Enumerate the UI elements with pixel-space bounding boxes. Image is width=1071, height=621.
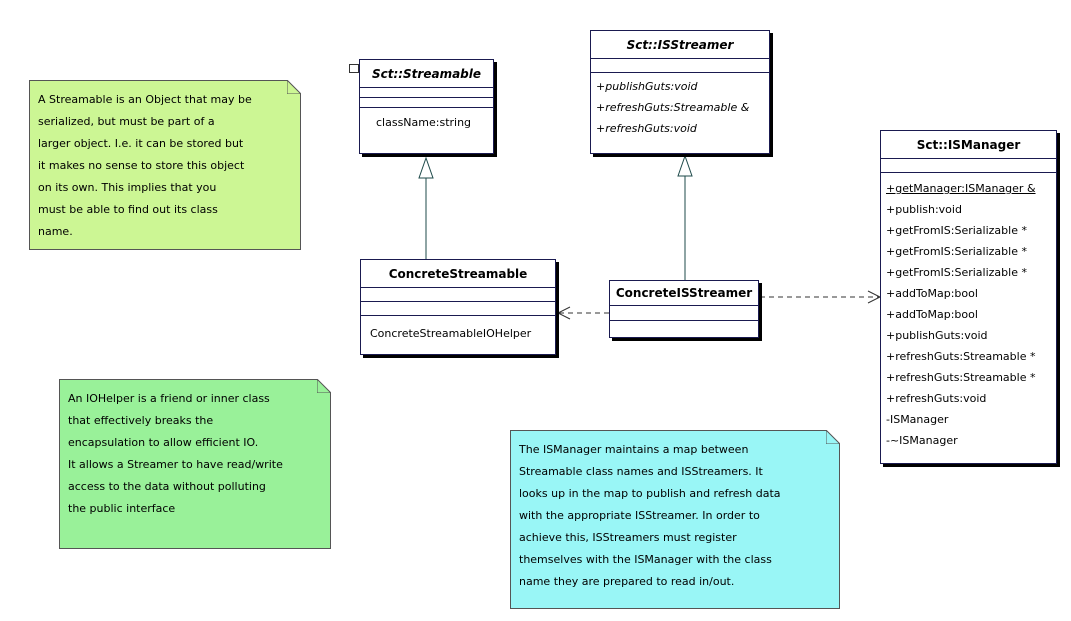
- class-member: +publish:void: [886, 203, 962, 216]
- class-member: ConcreteStreamableIOHelper: [370, 327, 532, 340]
- streamable-note: A Streamable is an Object that may be se…: [29, 80, 301, 250]
- class-streamable-name: Sct::Streamable: [360, 60, 493, 88]
- class-member: -~ISManager: [886, 434, 958, 447]
- generalization-arrow-streamable: [418, 156, 434, 179]
- class-concrete-streamable[interactable]: ConcreteStreamable ConcreteStreamableIOH…: [360, 259, 556, 355]
- class-concrete-isstreamer[interactable]: ConcreteISStreamer: [609, 280, 759, 338]
- generalization-arrow-isstreamer: [677, 154, 693, 177]
- note-fold-icon: [287, 80, 301, 94]
- class-streamable-section: [360, 88, 493, 98]
- class-member: +publishGuts:void: [886, 329, 988, 342]
- class-member: +refreshGuts:void: [596, 122, 697, 135]
- dependency-arrow-streamable: [556, 306, 571, 320]
- ismanager-note-text: The ISManager maintains a map between St…: [519, 443, 781, 588]
- class-member: +refreshGuts:Streamable *: [886, 371, 1036, 384]
- class-streamable[interactable]: Sct::Streamable className:string: [359, 59, 494, 154]
- class-member: +publishGuts:void: [596, 80, 698, 93]
- class-member: +refreshGuts:void: [886, 392, 987, 405]
- class-concrete-streamable-name: ConcreteStreamable: [361, 260, 555, 288]
- class-isstreamer-attributes: [591, 59, 769, 73]
- class-concrete-isstreamer-name: ConcreteISStreamer: [610, 281, 758, 306]
- class-member: +refreshGuts:Streamable &: [596, 101, 750, 114]
- class-concrete-isstreamer-operations: [610, 321, 758, 337]
- class-isstreamer-operations: +publishGuts:void +refreshGuts:Streamabl…: [591, 73, 769, 139]
- class-streamable-attributes: className:string: [360, 108, 493, 133]
- class-concrete-streamable-section: [361, 302, 555, 316]
- class-member: -ISManager: [886, 413, 949, 426]
- class-member: +getManager:ISManager &: [886, 182, 1036, 195]
- class-member: +getFromIS:Serializable *: [886, 224, 1027, 237]
- iohelper-note-text: An IOHelper is a friend or inner class t…: [68, 392, 283, 515]
- class-member: +getFromIS:Serializable *: [886, 266, 1027, 279]
- class-concrete-isstreamer-attributes: [610, 306, 758, 321]
- class-ismanager-name: Sct::ISManager: [881, 131, 1056, 159]
- class-concrete-streamable-section: [361, 288, 555, 302]
- class-streamable-section: [360, 98, 493, 108]
- class-member: +addToMap:bool: [886, 287, 978, 300]
- note-fold-icon: [317, 379, 331, 393]
- class-ismanager[interactable]: Sct::ISManager +getManager:ISManager & +…: [880, 130, 1057, 464]
- class-member: +getFromIS:Serializable *: [886, 245, 1027, 258]
- class-ismanager-attributes: [881, 159, 1056, 173]
- ismanager-note: The ISManager maintains a map between St…: [510, 430, 840, 609]
- class-member: +refreshGuts:Streamable *: [886, 350, 1036, 363]
- class-isstreamer-name: Sct::ISStreamer: [591, 31, 769, 59]
- class-member: +addToMap:bool: [886, 308, 978, 321]
- interface-marker-icon: [349, 64, 359, 73]
- class-member: className:string: [376, 116, 472, 129]
- iohelper-note: An IOHelper is a friend or inner class t…: [59, 379, 331, 549]
- class-concrete-streamable-attributes: ConcreteStreamableIOHelper: [361, 316, 555, 344]
- class-isstreamer[interactable]: Sct::ISStreamer +publishGuts:void +refre…: [590, 30, 770, 154]
- class-ismanager-operations: +getManager:ISManager & +publish:void +g…: [881, 173, 1056, 451]
- note-fold-icon: [826, 430, 840, 444]
- streamable-note-text: A Streamable is an Object that may be se…: [38, 93, 252, 238]
